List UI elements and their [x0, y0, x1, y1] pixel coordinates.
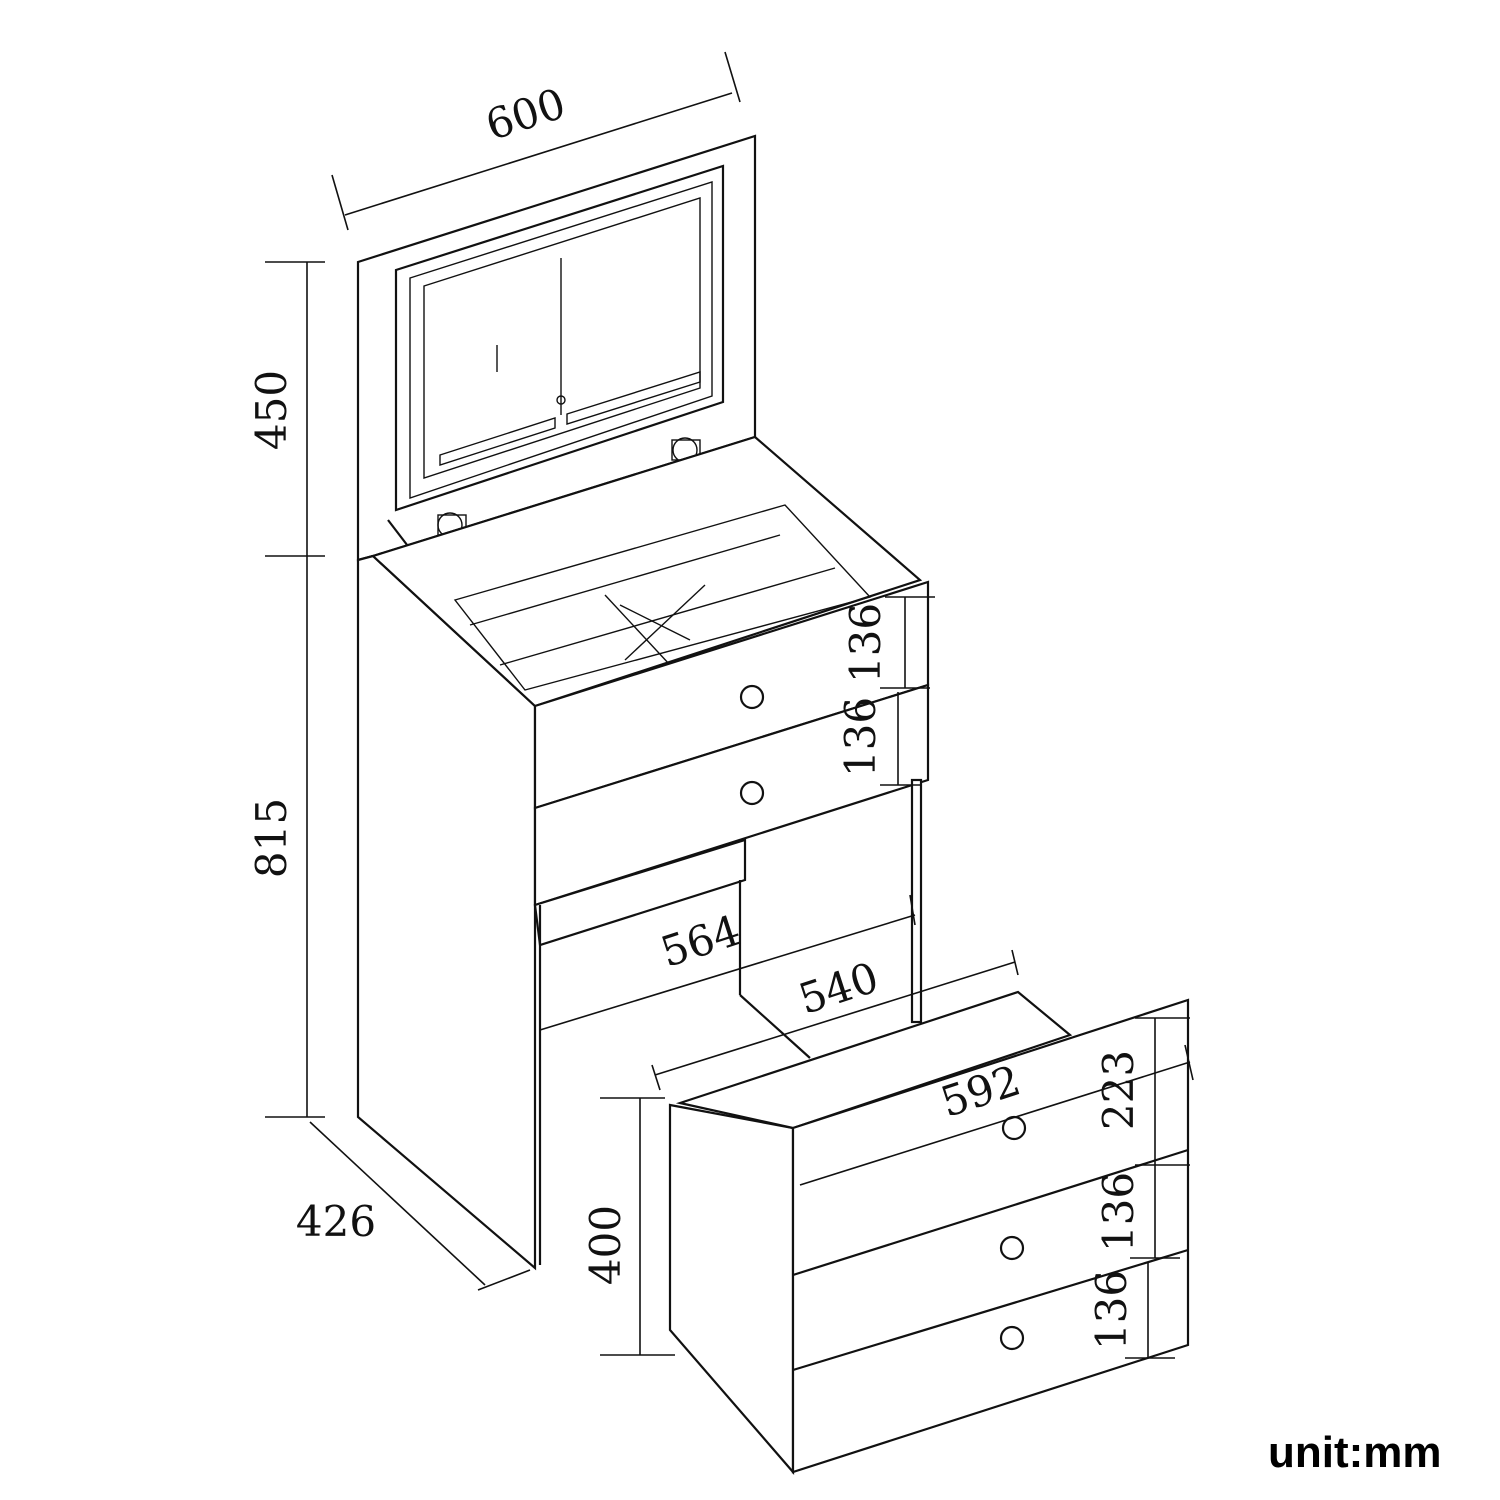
tray-divider	[604, 594, 671, 666]
drawer-2	[533, 683, 930, 907]
dim-drawer-1: 136	[841, 603, 890, 683]
mirror-glass	[409, 181, 713, 499]
drawer-knob	[999, 1235, 1025, 1261]
storage-tray	[453, 504, 872, 691]
cabinet-front	[791, 998, 1190, 1474]
dimension-lines	[265, 51, 1194, 1359]
drawer-knob	[739, 780, 765, 806]
cabinet-side	[668, 1103, 795, 1475]
mirror-frame	[394, 164, 725, 512]
tray-divider	[469, 534, 781, 626]
dim-knee-width: 540	[793, 953, 884, 1024]
tray-divider	[619, 604, 691, 641]
dim-body-height: 815	[247, 798, 296, 878]
dim-depth: 426	[296, 1197, 376, 1246]
top-opening	[370, 435, 923, 708]
unit-label: unit:mm	[1268, 1428, 1442, 1477]
dim-mirror-height: 450	[247, 370, 296, 450]
mirror-inner	[423, 197, 701, 479]
right-leg	[910, 778, 923, 1024]
dim-inner-width: 564	[655, 906, 746, 977]
drawer-knob	[739, 684, 765, 710]
tray-divider	[624, 584, 706, 661]
side-cabinet	[668, 990, 1190, 1475]
dim-cabinet-drawer-2: 136	[1094, 1172, 1143, 1252]
dim-cabinet-drawer-3: 136	[1087, 1270, 1136, 1350]
tray-divider	[499, 567, 836, 666]
drawer-split	[792, 1248, 1189, 1372]
light-strip-right	[566, 371, 701, 425]
power-button-icon	[556, 395, 566, 405]
side-panel	[356, 554, 537, 1271]
floor-line	[739, 994, 811, 1059]
light-strip-left	[439, 417, 556, 466]
vanity-table	[356, 134, 930, 1271]
drawer-knob	[999, 1325, 1025, 1351]
dim-drawer-2: 136	[836, 697, 885, 777]
dim-cabinet-height: 400	[581, 1205, 630, 1285]
dim-width-top: 600	[480, 79, 571, 150]
back-rail	[533, 838, 747, 947]
cabinet-top	[675, 990, 1073, 1130]
drawer-split	[792, 1148, 1189, 1277]
dim-cabinet-drawer-top: 223	[1094, 1050, 1143, 1130]
